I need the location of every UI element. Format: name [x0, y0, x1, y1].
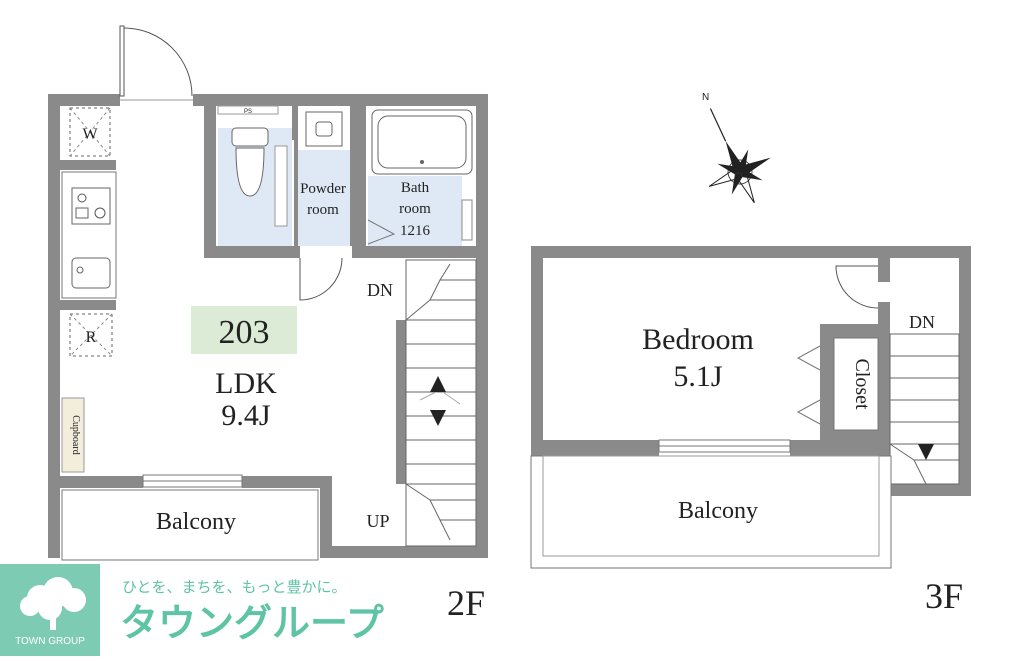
- closet-label: Closet: [851, 358, 873, 410]
- unit-number: 203: [219, 314, 270, 351]
- balcony-label-2f: Balcony: [156, 509, 236, 535]
- powder-room-area: [296, 150, 352, 246]
- cupboard: Cupboard: [61, 397, 85, 473]
- bathroom-area: [368, 176, 462, 246]
- bathtub: [371, 109, 473, 175]
- toilet: [231, 127, 288, 227]
- powder-room-label-1: Powder: [300, 181, 346, 197]
- stove-burner: [94, 207, 106, 219]
- kitchen: [61, 171, 117, 299]
- stair-up-label-2f: UP: [366, 511, 389, 531]
- compass-rose-icon: N: [702, 92, 771, 204]
- brand-name-jp: タウングループ: [120, 603, 384, 645]
- fridge-space: R: [69, 313, 113, 357]
- floor-3f: Closet Bedroom 5.1J DN Balcony 3F: [530, 246, 971, 616]
- powder-room-door: [299, 257, 343, 301]
- floor-label-3f: 3F: [925, 576, 963, 616]
- closet: Closet: [796, 337, 879, 431]
- balcony-2f: [61, 489, 319, 561]
- staircase-3f: [889, 333, 960, 485]
- bedroom-size: 5.1J: [673, 360, 723, 393]
- bathroom-label-1: Bath: [401, 180, 430, 196]
- floor-2f: W R Cupboard PS: [48, 25, 488, 623]
- balcony-3f: [530, 455, 892, 569]
- floor-label-2f: 2F: [447, 583, 485, 623]
- stair-arrow-icon: [430, 410, 446, 426]
- pipe-space-label: PS: [244, 109, 252, 115]
- washer-label: W: [82, 126, 98, 143]
- ldk-size: 9.4J: [221, 399, 271, 432]
- bathroom-label-3: 1216: [400, 223, 431, 239]
- bedroom-label: Bedroom: [642, 323, 754, 356]
- ldk-label: LDK: [215, 367, 277, 400]
- stair-down-label-3f: DN: [909, 312, 935, 332]
- fridge-label: R: [86, 329, 97, 346]
- washer-space: W: [69, 107, 111, 157]
- cupboard-label: Cupboard: [70, 415, 81, 454]
- kitchen-sink: [71, 257, 111, 289]
- walls-2f: [48, 94, 488, 558]
- powder-room-label-2: room: [307, 202, 339, 218]
- stair-down-label-2f: DN: [367, 280, 393, 300]
- bathroom-label-2: room: [399, 201, 431, 217]
- stair-arrow-icon: [430, 376, 446, 392]
- entrance-door: [119, 25, 193, 101]
- bedroom-door: [835, 265, 879, 309]
- balcony-label-3f: Balcony: [678, 498, 758, 524]
- tree-logo-icon: [20, 577, 86, 630]
- brand-footer: TOWN GROUP ひとを、まちを、もっと豊かに。 タウングループ: [0, 564, 384, 656]
- stove-burner: [77, 193, 87, 203]
- powder-sink: [305, 111, 343, 147]
- stair-arrow-icon: [918, 444, 934, 460]
- brand-slogan: ひとを、まちを、もっと豊かに。: [122, 579, 347, 596]
- unit-badge: [191, 306, 297, 354]
- brand-name-en: TOWN GROUP: [15, 636, 85, 647]
- staircase-2f: [405, 259, 477, 547]
- compass-north-label: N: [702, 92, 709, 103]
